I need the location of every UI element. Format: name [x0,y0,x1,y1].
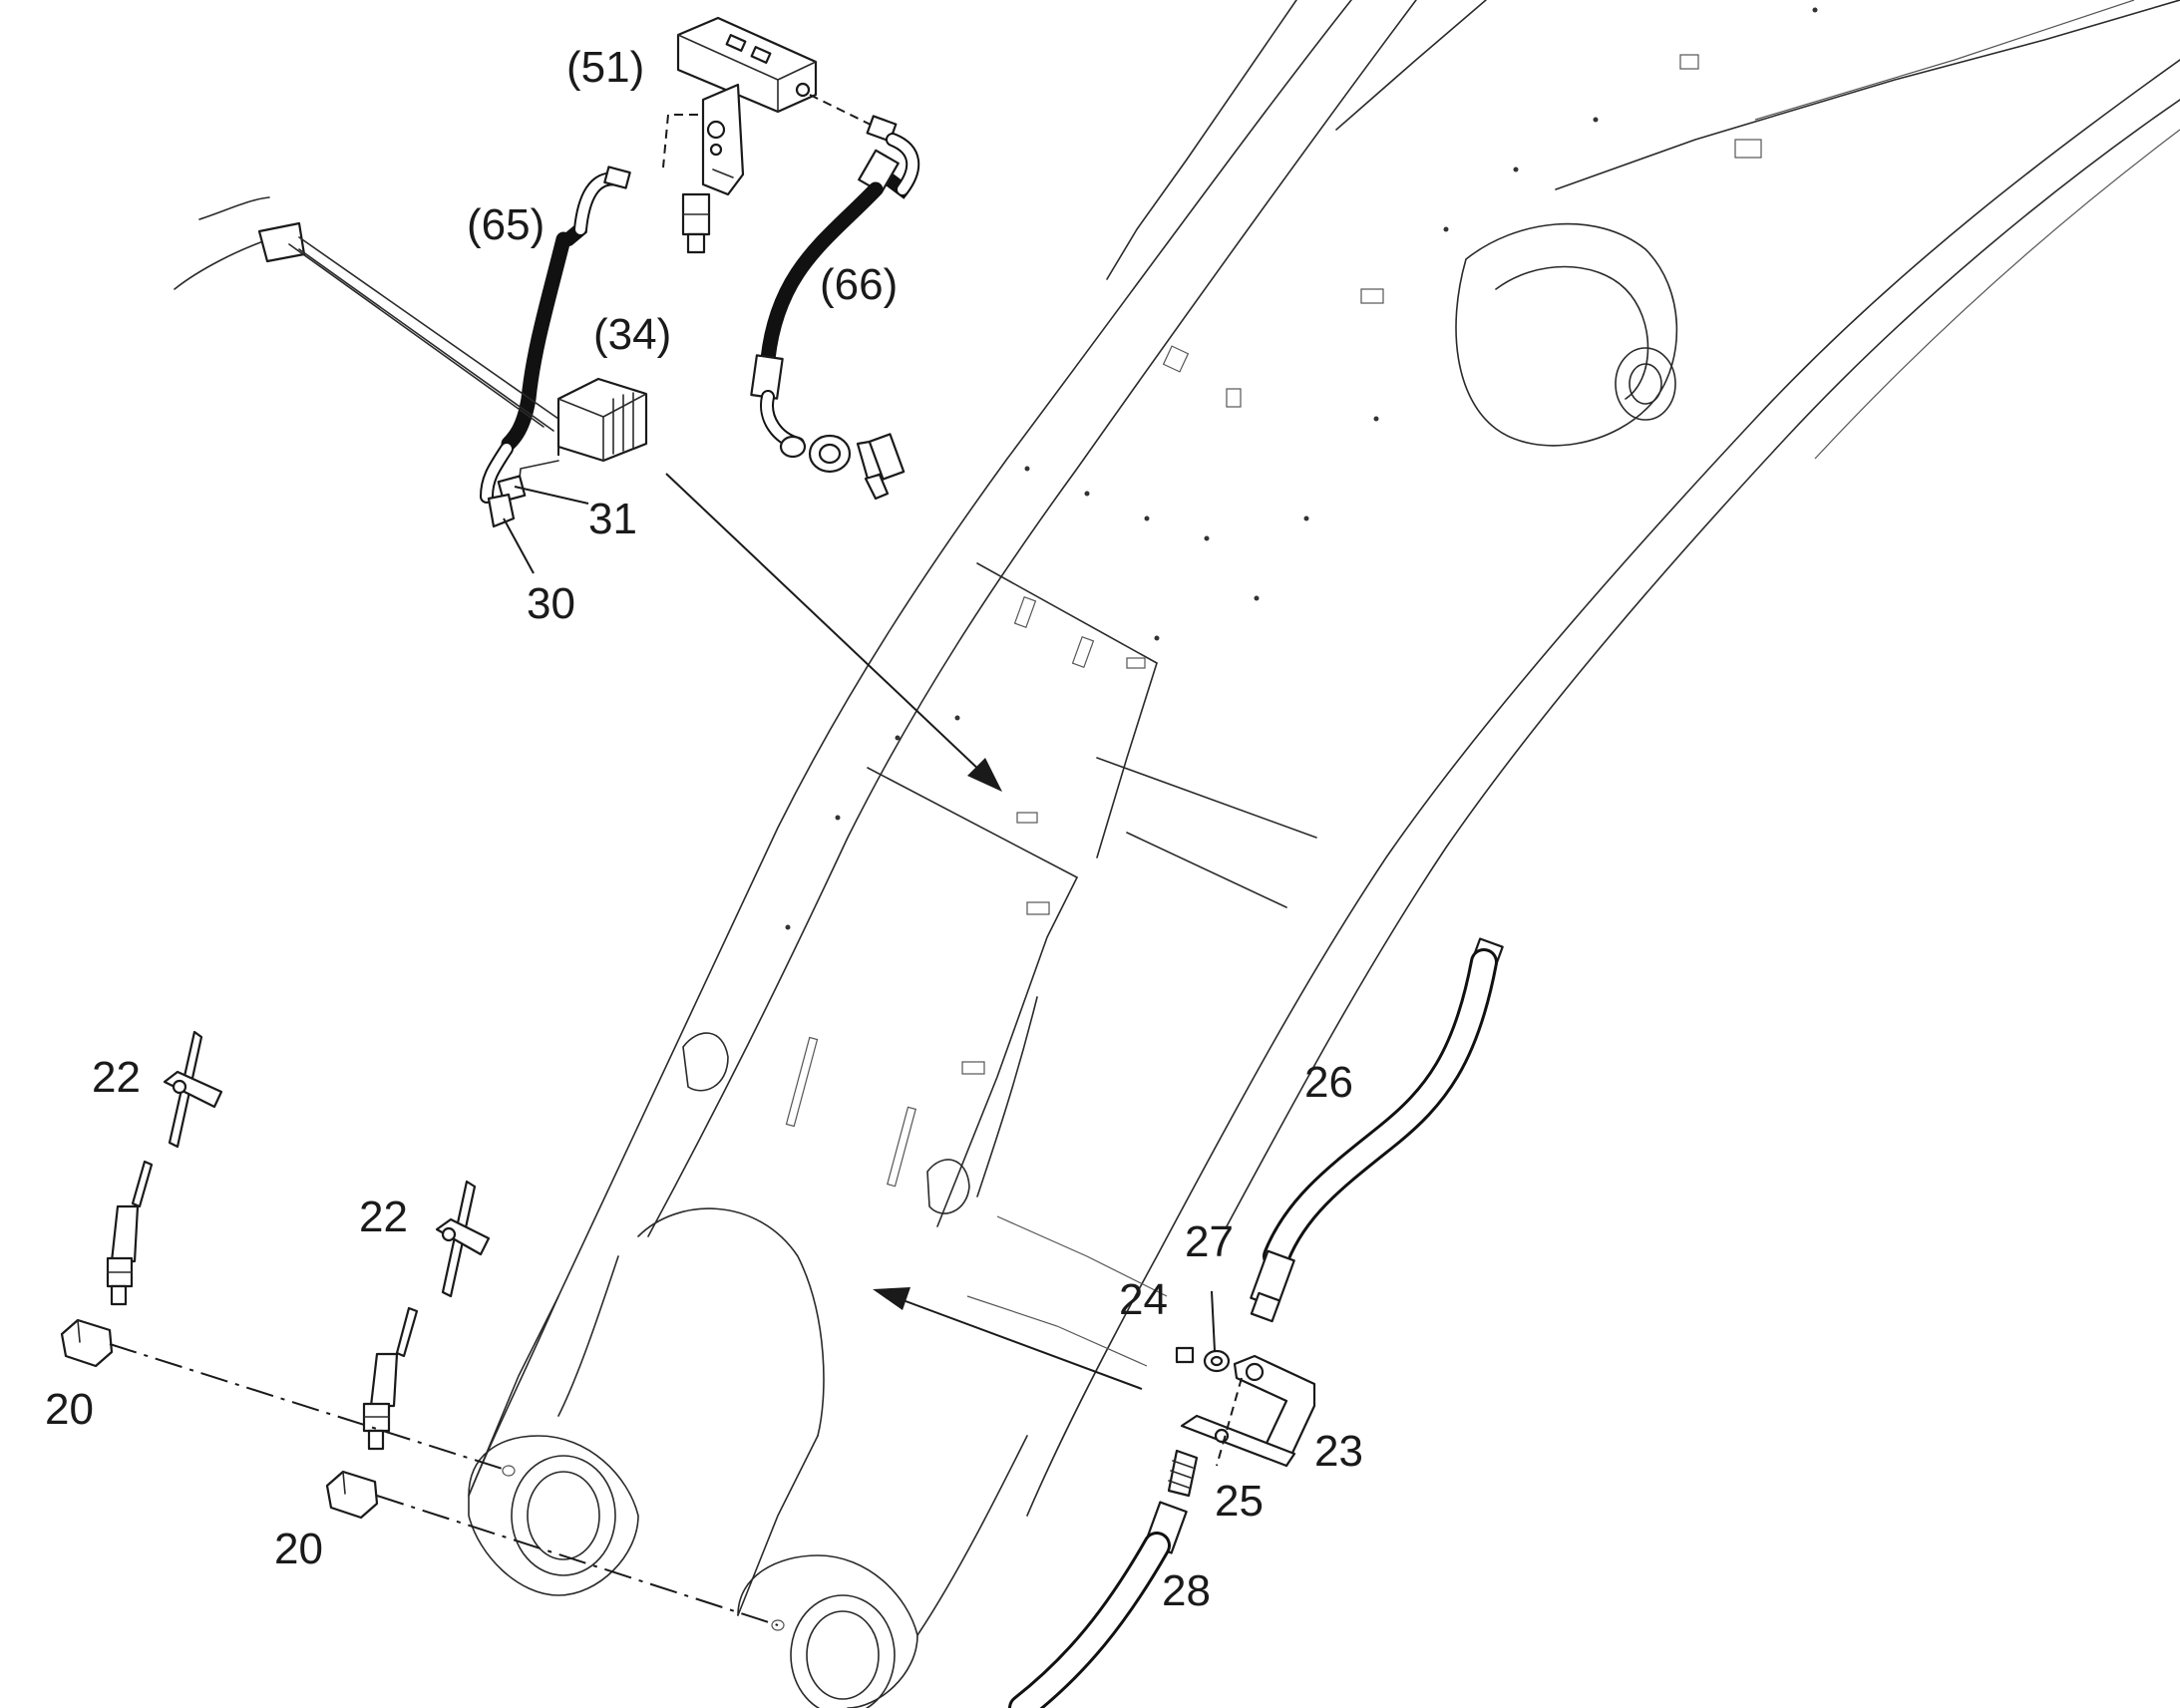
label-22-a: 22 [92,1053,141,1102]
bottom-clevis [468,1032,1028,1708]
grease-line-left-b [325,1180,491,1520]
grease-line-left-a [60,1030,223,1368]
label-23: 23 [1314,1427,1363,1476]
adapter-25 [1167,1449,1199,1498]
washer-27-bolt-24 [1175,1290,1231,1373]
connection-lines-51 [662,94,872,169]
hose-28 [1008,1501,1188,1708]
label-31: 31 [588,495,637,543]
label-30: 30 [527,579,575,628]
label-27: 27 [1185,1217,1234,1266]
pivot-boss [1455,222,1678,447]
label-20-b: 20 [274,1525,323,1573]
label-26: 26 [1304,1058,1353,1107]
bracket-23 [1180,1354,1316,1468]
label-leaders [503,486,589,574]
fitting-30-31 [487,447,559,528]
label-22-b: 22 [359,1193,408,1241]
arm-details [785,7,1818,1188]
hose-26 [1250,937,1504,1323]
label-66: (66) [820,260,898,309]
label-28: 28 [1162,1566,1211,1615]
callout-labels: (51) (65) (66) (34) 31 30 22 22 20 20 26… [45,43,1363,1615]
label-51: (51) [566,43,644,92]
connection-lines-20 [109,1343,779,1626]
hose-65 [480,166,631,504]
valve-block-51 [676,16,818,254]
hose-66 [750,115,920,501]
control-lever [174,196,559,432]
label-24: 24 [1119,1275,1168,1324]
label-65: (65) [467,200,545,249]
valve-34 [556,377,648,463]
loader-arm [468,0,2180,1708]
label-25: 25 [1215,1477,1264,1526]
label-34: (34) [593,310,671,359]
label-20-a: 20 [45,1385,94,1434]
direction-arrows [665,473,1143,1390]
